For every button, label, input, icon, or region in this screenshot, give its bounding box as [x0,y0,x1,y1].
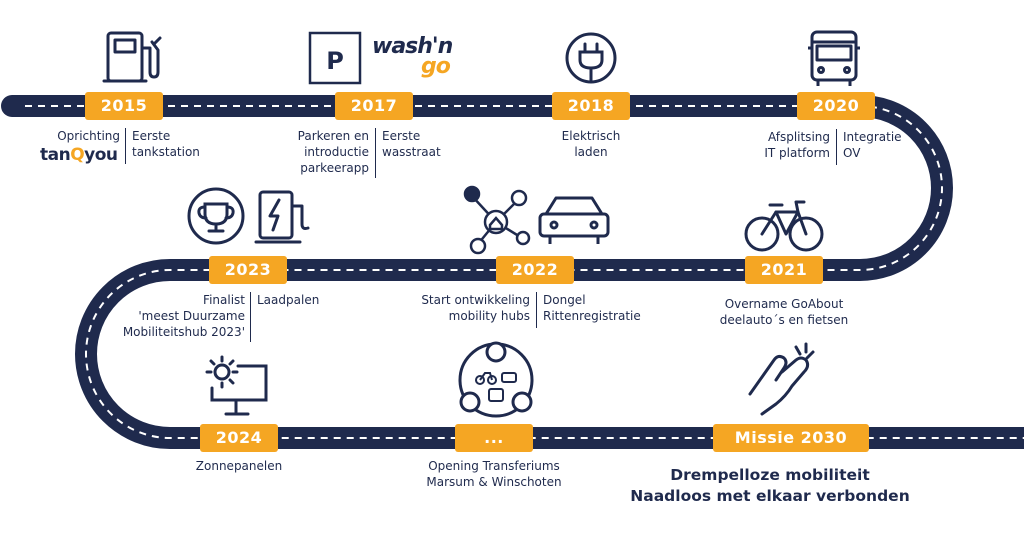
caption-2023-finalist: Finalist 'meest Duurzame Mobiliteitshub … [122,293,245,339]
caption-2022-dongel: Dongel Rittenregistratie [543,293,641,323]
caption-divider [375,128,376,178]
badge-missie-2030: Missie 2030 [713,424,869,452]
badge-2023: 2023 [209,256,287,284]
caption-2021: Overname GoAbout deelauto´s en fietsen [719,297,849,327]
svg-text:P: P [326,47,344,75]
badge-2020: 2020 [797,92,875,120]
car-icon [538,196,610,244]
badge-2021: 2021 [745,256,823,284]
washngo-logo-go: go [421,54,451,79]
caption-divider [836,129,837,165]
mobility-hub-network-icon [463,185,531,255]
washngo-logo-wash: wash'n [372,34,453,59]
caption-2015-oprichting: Oprichting [57,129,120,143]
caption-2020-ov: Integratie OV [843,130,902,160]
caption-2022-mobility-hubs: Start ontwikkeling mobility hubs [421,293,530,323]
mission-line-1: Drempelloze mobiliteit [670,466,870,484]
caption-2024: Zonnepanelen [195,459,283,473]
caption-2015-tankstation: Eerste tankstation [132,129,200,159]
badge-2015: 2015 [85,92,163,120]
caption-divider [250,292,251,342]
bus-icon [808,30,860,86]
caption-2020-it-platform: Afsplitsing IT platform [764,130,830,160]
badge-2024: 2024 [200,424,278,452]
tanqyou-logo-q: Q [70,145,85,165]
mission-line-2: Naadloos met elkaar verbonden [630,487,910,505]
tanqyou-logo: tanQyou [40,145,118,165]
plug-icon [565,32,617,84]
parking-icon: P [308,31,362,85]
caption-2023-laadpalen: Laadpalen [257,293,320,307]
badge-2018: 2018 [552,92,630,120]
caption-transferiums: Opening Transferiums Marsum & Winschoten [426,459,562,489]
charging-station-icon [254,190,310,244]
trophy-icon [187,187,245,245]
solar-panel-icon [205,355,268,416]
transferium-icon [458,341,534,418]
caption-2017-wasstraat: Eerste wasstraat [382,129,441,159]
fuel-pump-icon [102,31,162,83]
badge-future: ... [455,424,533,452]
caption-2017-parkeren: Parkeren en introductie parkeerapp [297,129,369,175]
bicycle-icon [744,200,824,252]
timeline-start-dot [1,95,23,117]
badge-2017: 2017 [335,92,413,120]
caption-2018: Elektrisch laden [561,129,621,159]
touch-hand-icon [748,342,815,416]
caption-divider [125,128,126,164]
badge-2022: 2022 [496,256,574,284]
caption-divider [536,292,537,328]
